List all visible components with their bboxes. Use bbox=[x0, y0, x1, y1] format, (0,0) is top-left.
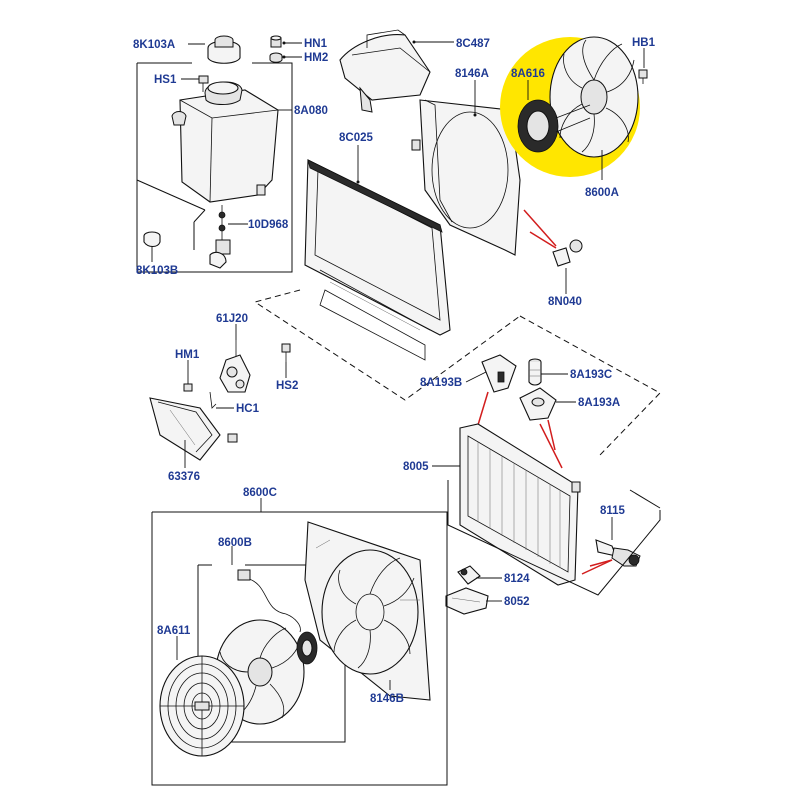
label-8c025[interactable]: 8C025 bbox=[339, 132, 373, 144]
bracket-8052[interactable] bbox=[445, 587, 489, 615]
label-8052[interactable]: 8052 bbox=[504, 596, 530, 608]
label-hm1[interactable]: HM1 bbox=[175, 349, 200, 361]
label-8a616[interactable]: 8A616 bbox=[511, 68, 545, 80]
bolt-hb1[interactable] bbox=[638, 69, 648, 84]
fan-group-frame-8600c bbox=[151, 511, 448, 786]
label-8005[interactable]: 8005 bbox=[403, 461, 429, 473]
label-hc1[interactable]: HC1 bbox=[236, 403, 260, 415]
label-8600a[interactable]: 8600A bbox=[585, 187, 619, 199]
label-8a193b[interactable]: 8A193B bbox=[420, 377, 462, 389]
label-8146a[interactable]: 8146A bbox=[455, 68, 489, 80]
fan-cowl-cover[interactable] bbox=[339, 29, 431, 113]
label-hm2[interactable]: HM2 bbox=[304, 52, 328, 64]
pressure-cap[interactable] bbox=[207, 35, 241, 64]
bolt-hs2[interactable] bbox=[281, 343, 291, 362]
mount-8a193c[interactable] bbox=[528, 358, 542, 386]
bolt-hs1[interactable] bbox=[198, 75, 209, 92]
mount-8a193a[interactable] bbox=[519, 387, 557, 421]
label-8k103b[interactable]: 8K103B bbox=[136, 265, 178, 277]
label-8115[interactable]: 8115 bbox=[600, 505, 626, 517]
mount-8a193b[interactable] bbox=[481, 354, 517, 393]
label-8c487[interactable]: 8C487 bbox=[456, 38, 490, 50]
label-8k103a[interactable]: 8K103A bbox=[133, 39, 175, 51]
thermostat-housing-61j20[interactable] bbox=[219, 340, 251, 393]
part-labels: 8K103A HN1 HM2 8C487 HB1 HS1 8A080 8146A… bbox=[133, 37, 656, 705]
label-8a193c[interactable]: 8A193C bbox=[570, 369, 612, 381]
label-10d968[interactable]: 10D968 bbox=[248, 219, 289, 231]
fan-group-frame-8600b bbox=[197, 565, 346, 743]
label-8146b[interactable]: 8146B bbox=[370, 693, 404, 705]
sensor-8115[interactable] bbox=[581, 539, 641, 575]
label-hs2[interactable]: HS2 bbox=[276, 380, 298, 392]
nut-hn1[interactable] bbox=[270, 35, 282, 48]
radiator-8005[interactable] bbox=[459, 423, 581, 586]
bolt-hm1[interactable] bbox=[183, 383, 193, 392]
label-8a080[interactable]: 8A080 bbox=[294, 105, 328, 117]
drain-plug-8124[interactable] bbox=[457, 565, 481, 585]
label-8600c[interactable]: 8600C bbox=[243, 487, 277, 499]
small-cap-8k103b[interactable] bbox=[143, 231, 161, 248]
cooling-fan-8600a[interactable] bbox=[549, 36, 639, 158]
label-8a611[interactable]: 8A611 bbox=[157, 625, 191, 637]
leader-lines bbox=[151, 40, 645, 690]
fan-guard-8a611[interactable] bbox=[159, 655, 245, 757]
bracket-63376[interactable] bbox=[149, 397, 238, 461]
radiator-group-frame bbox=[447, 480, 661, 596]
label-hs1[interactable]: HS1 bbox=[154, 74, 177, 86]
grommet-hm2[interactable] bbox=[269, 52, 283, 63]
clip-8n040[interactable] bbox=[523, 209, 583, 267]
label-8a193a[interactable]: 8A193A bbox=[578, 397, 620, 409]
label-hb1[interactable]: HB1 bbox=[632, 37, 656, 49]
label-8600b[interactable]: 8600B bbox=[218, 537, 252, 549]
expansion-tank-group bbox=[136, 35, 293, 273]
label-hn1[interactable]: HN1 bbox=[304, 38, 328, 50]
level-sensor[interactable] bbox=[209, 205, 231, 269]
dashed-guide-upper bbox=[253, 289, 521, 401]
label-8124[interactable]: 8124 bbox=[504, 573, 530, 585]
dashed-guide-lower bbox=[519, 315, 661, 456]
highlighted-fan-assembly[interactable] bbox=[500, 36, 648, 177]
viscous-coupling-8a616[interactable] bbox=[517, 99, 591, 153]
label-63376[interactable]: 63376 bbox=[168, 471, 200, 483]
fan-shroud-8146b[interactable] bbox=[304, 521, 431, 701]
label-61j20[interactable]: 61J20 bbox=[216, 313, 248, 325]
clip-hc1[interactable] bbox=[209, 391, 217, 409]
radiator-frame[interactable] bbox=[304, 159, 451, 361]
label-8n040[interactable]: 8N040 bbox=[548, 296, 582, 308]
